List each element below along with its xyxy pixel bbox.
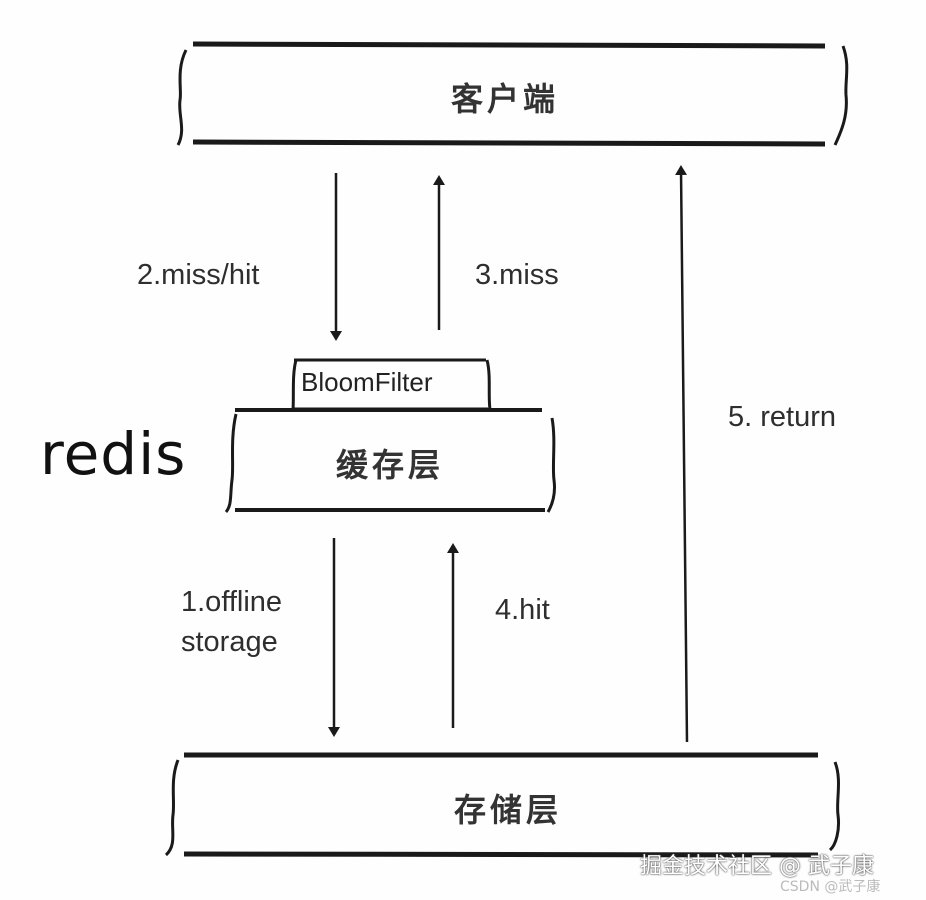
arrow-label-return: 5. return <box>728 401 836 433</box>
watermark-csdn: CSDN @武子康 <box>780 879 881 895</box>
client-layer-box <box>176 41 849 147</box>
storage-layer-box <box>164 752 840 858</box>
arrow-return <box>675 165 689 743</box>
arrow-label-hit: 4.hit <box>495 594 550 626</box>
storage-layer-label: 存储层 <box>453 791 562 829</box>
arrow-label-miss-hit: 2.miss/hit <box>137 259 260 291</box>
bloom-filter-label: BloomFilter <box>301 367 433 397</box>
client-layer-label: 客户端 <box>450 80 559 118</box>
cache-layer-box <box>224 408 556 513</box>
redis-label: redis <box>40 420 187 488</box>
arrow-label-offline-line2: storage <box>181 626 278 658</box>
cache-layer-label: 缓存层 <box>335 446 444 484</box>
arrow-label-miss: 3.miss <box>475 259 559 291</box>
watermark-juejin: 掘金技术社区 @ 武子康 <box>640 854 874 879</box>
arrow-label-offline-line1: 1.offline <box>181 586 283 618</box>
